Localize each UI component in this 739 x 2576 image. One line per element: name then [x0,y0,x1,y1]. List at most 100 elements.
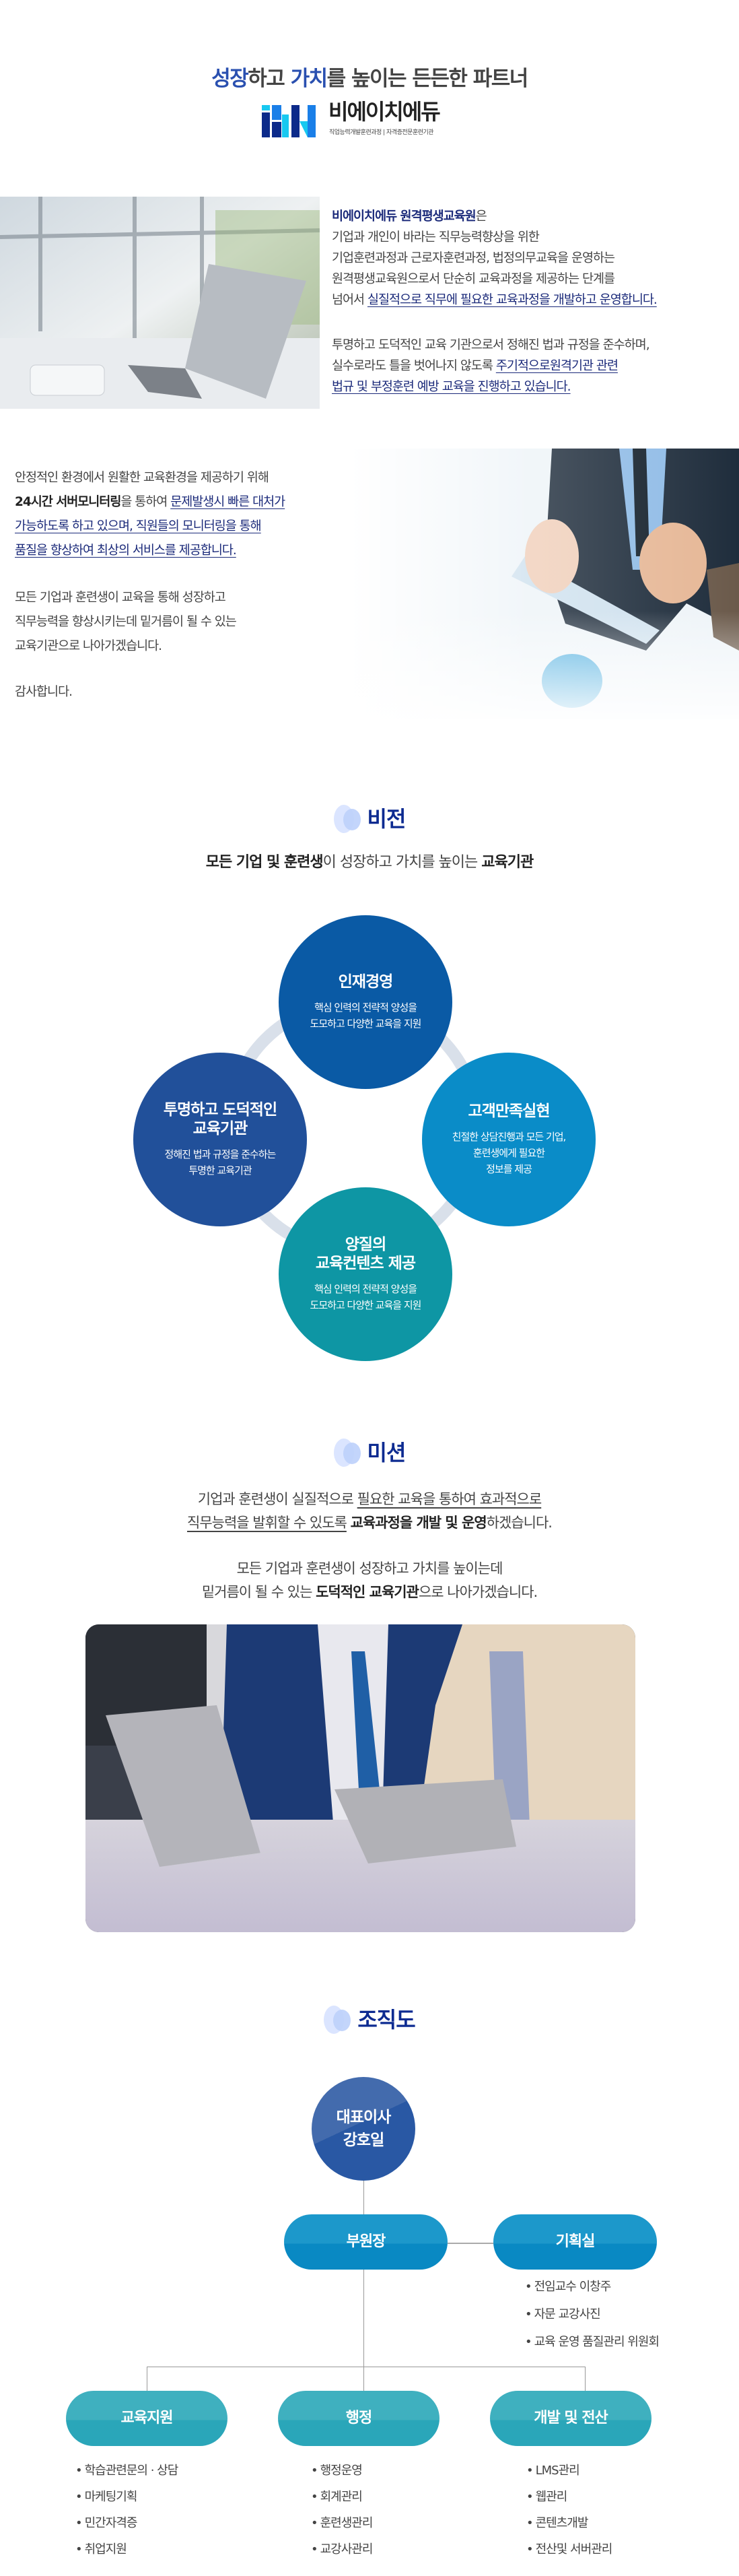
org-node-ceo: 대표이사 강호일 [312,2077,415,2181]
text-segment: 교육기관으로 나아가겠습니다. [15,639,162,653]
text-line: 비에이치에듀 원격평생교육원은 [332,206,657,227]
logo-tagline: 직업능력개발훈련과정 | 자격증전문훈련기관 [329,129,434,136]
text-line: 품질을 향상하여 최상의 서비스를 제공합니다. [15,539,285,563]
text-segment: 넘어서 [332,293,367,307]
education-support-duties-list: 학습관련문의 · 상담마케팅기획민간자격증취업지원 [75,2457,179,2563]
text-segment: 모든 기업과 훈련생이 성장하고 가치를 높이는데 [236,1560,503,1577]
intro-closing: 감사합니다. [15,685,73,699]
intro-paragraph-3: 안정적인 환경에서 원활한 교육환경을 제공하기 위해 24시간 서버모니터링을 … [15,466,285,563]
section-marker-icon [324,2006,353,2034]
text-line: 실수로라도 틀을 벗어나지 않도록 주기적으로원격기관 관련 [332,356,649,376]
list-item: 취업지원 [75,2536,178,2563]
office-laptop-photo [0,197,320,409]
org-connector [363,2181,364,2391]
vision-item-description: 핵심 인력의 전략적 양성을 도모하고 다양한 교육을 지원 [310,1001,422,1030]
text-segment: 주기적으로원격기관 관련 [495,359,619,373]
text-segment: 기업과 훈련생이 실질적으로 [197,1491,357,1507]
text-segment: 이 성장하고 가치를 높이는 [322,854,482,871]
text-line: 밑거름이 될 수 있는 도덕적인 교육기관으로 나아가겠습니다. [0,1581,739,1604]
text-segment: 법규 및 부정훈련 예방 교육을 진행하고 있습니다. [332,380,571,394]
org-node-vice-director: 부원장 [284,2214,448,2270]
org-node-education-support: 교육지원 [66,2391,227,2446]
text-line: 안정적인 환경에서 원활한 교육환경을 제공하기 위해 [15,466,285,490]
node-label: 행정 [345,2410,372,2426]
org-connector [585,2367,586,2391]
administration-duties-list: 행정운영회계관리훈련생관리교강사관리 [311,2457,374,2563]
text-line: 직무능력을 발휘할 수 있도록 교육과정을 개발 및 운영하겠습니다. [0,1511,739,1535]
list-item: 민간자격증 [75,2510,178,2536]
mission-title: 미션 [367,1440,407,1465]
list-item: 행정운영 [311,2457,372,2484]
text-segment: 직무능력을 향상시키는데 밑거름이 될 수 있는 [15,615,237,629]
logo-mark-icon [262,105,316,137]
list-item: 교강사관리 [311,2536,374,2563]
text-segment: 비에이치에듀 원격평생교육원 [332,209,477,224]
node-label: 교육지원 [120,2410,174,2426]
ceo-role: 대표이사 [336,2109,392,2126]
org-node-development-it: 개발 및 전산 [490,2391,652,2446]
list-item: 학습관련문의 · 상담 [75,2457,179,2484]
text-line: 기업과 개인이 바라는 직무능력향상을 위한 [332,227,657,248]
business-tablet-photo [350,449,739,719]
node-label: 개발 및 전산 [534,2410,608,2426]
node-label: 부원장 [346,2233,386,2250]
text-segment: 실질적으로 직무에 필요한 교육과정을 개발하고 운영합니다. [367,293,658,307]
vision-subtitle: 모든 기업 및 훈련생이 성장하고 가치를 높이는 교육기관 [0,853,739,873]
text-line: 기업과 훈련생이 실질적으로 필요한 교육을 통하여 효과적으로 [0,1488,739,1511]
mission-heading: 미션 [0,1439,739,1468]
list-item: 전산및 서버관리 [526,2536,613,2563]
page-headline: 성장하고 가치를 높이는 든든한 파트너 [0,66,739,92]
list-item: LMS관리 [526,2457,612,2484]
text-segment: 24시간 서버모니터링 [15,495,121,509]
text-segment: 하고 [248,67,291,91]
list-item: 회계관리 [311,2484,372,2510]
text-line: 투명하고 도덕적인 교육 기관으로서 정해진 법과 규정을 준수하며, [332,335,650,356]
text-line: 기업훈련과정과 근로자훈련과정, 법정의무교육을 운영하는 [332,248,657,269]
text-line: 가능하도록 하고 있으며, 직원들의 모니터링을 통해 [15,515,285,539]
text-line: 원격평생교육원으로서 단순히 교육과정을 제공하는 단계를 [332,269,657,290]
text-segment: 교육과정을 개발 및 운영 [350,1515,487,1531]
section-marker-icon [333,805,363,833]
vision-item-description: 친절한 상담진행과 모든 기업, 훈련생에게 필요한 정보를 제공 [452,1131,567,1175]
text-segment: 기업과 개인이 바라는 직무능력향상을 위한 [332,230,540,244]
ceo-name: 강호일 [343,2132,384,2149]
node-label: 기획실 [555,2233,596,2250]
text-segment: 문제발생시 빠른 대처가 [170,495,285,509]
text-segment: 품질을 향상하여 최상의 서비스를 제공합니다. [15,543,237,558]
list-item: 훈련생관리 [311,2510,374,2536]
vision-item-title: 고객만족실현 [468,1102,551,1120]
vision-item-description: 핵심 인력의 전략적 양성을 도모하고 다양한 교육을 지원 [310,1283,422,1311]
text-segment: 안정적인 환경에서 원활한 교육환경을 제공하기 위해 [15,471,269,485]
org-connector [448,2243,493,2244]
list-item: 전임교수 이창주 [525,2273,659,2301]
intro-paragraph-2: 투명하고 도덕적인 교육 기관으로서 정해진 법과 규정을 준수하며, 실수로라도… [332,335,650,397]
text-segment: 으로 나아가겠습니다. [418,1584,538,1600]
text-segment: 직무능력을 발휘할 수 있도록 [187,1515,347,1531]
vision-item-title: 양질의 교육컨텐츠 제공 [315,1236,416,1272]
list-item: 자문 교강사진 [525,2301,659,2328]
org-heading: 조직도 [0,2006,739,2035]
text-line: 모든 기업과 훈련생이 성장하고 가치를 높이는데 [0,1557,739,1581]
text-line: 24시간 서버모니터링을 통하여 문제발생시 빠른 대처가 [15,490,285,515]
text-segment: 기업훈련과정과 근로자훈련과정, 법정의무교육을 운영하는 [332,251,615,265]
text-segment: 를 높이는 든든한 파트너 [326,67,529,91]
vision-heading: 비전 [0,805,739,834]
team-meeting-photo [85,1624,635,1932]
text-segment: 성장 [211,67,249,91]
text-segment: 투명하고 도덕적인 교육 기관으로서 정해진 법과 규정을 준수하며, [332,338,650,352]
text-segment: 모든 기업과 훈련생이 교육을 통해 성장하고 [15,591,226,605]
text-segment: 을 통하여 [120,495,171,509]
list-item: 콘텐츠개발 [526,2510,612,2536]
development-it-duties-list: LMS관리웹관리콘텐츠개발전산및 서버관리 [526,2457,613,2563]
text-segment: 가능하도록 하고 있으며, 직원들의 모니터링을 통해 [15,519,262,533]
text-segment: 실수로라도 틀을 벗어나지 않도록 [332,359,496,373]
section-marker-icon [333,1439,363,1467]
vision-title: 비전 [367,806,407,832]
text-segment: 밑거름이 될 수 있는 [201,1584,316,1600]
org-node-planning: 기획실 [493,2214,657,2270]
list-item: 마케팅기획 [75,2484,178,2510]
